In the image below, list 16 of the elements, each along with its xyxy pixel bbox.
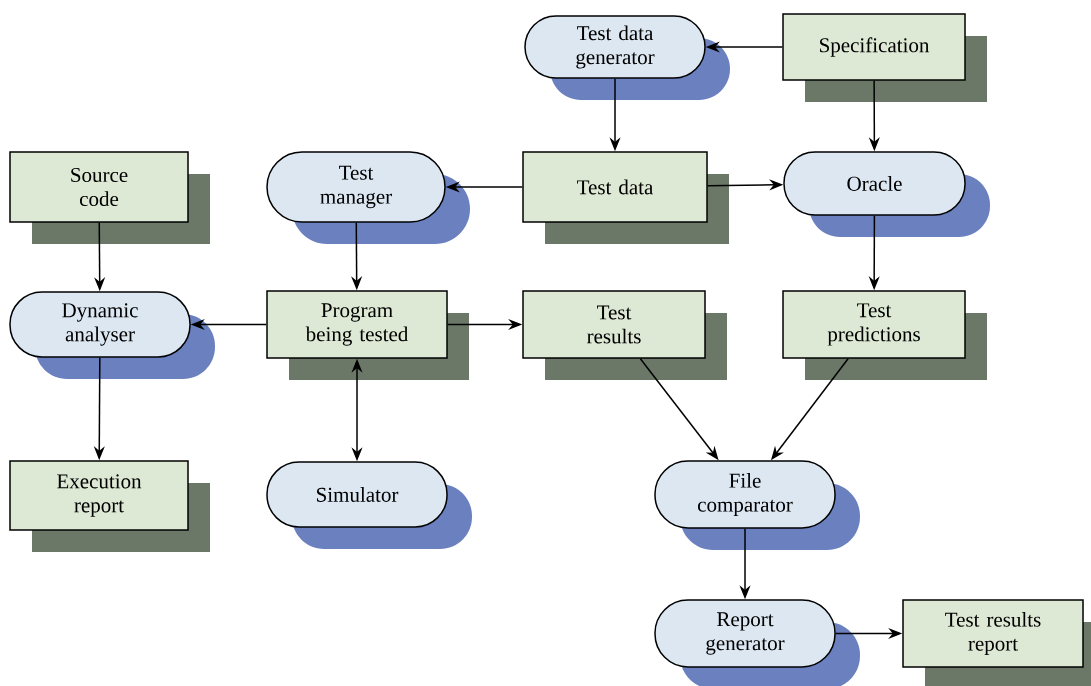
rounded-process-box: Oracle bbox=[783, 151, 990, 237]
rounded-process-box: Test manager bbox=[266, 151, 470, 244]
process-box: Test data bbox=[522, 151, 729, 244]
process-box: Test results bbox=[522, 290, 727, 380]
rounded-process-box: Dynamic analyser bbox=[9, 291, 215, 379]
rounded-process-box: File comparator bbox=[654, 460, 860, 550]
rounded-process-box: Test data generator bbox=[524, 15, 730, 100]
process-box: Test results report bbox=[902, 599, 1091, 686]
rounded-process-box: Report generator bbox=[654, 599, 860, 686]
process-box: Specification bbox=[782, 13, 987, 102]
process-box: Execution report bbox=[9, 460, 210, 552]
node-label: Test data bbox=[577, 25, 654, 41]
process-box: Test predictions bbox=[782, 290, 987, 380]
process-box: Source code bbox=[9, 151, 210, 244]
rounded-process-box: Simulator bbox=[266, 461, 472, 549]
process-box: Program being tested bbox=[266, 290, 469, 380]
